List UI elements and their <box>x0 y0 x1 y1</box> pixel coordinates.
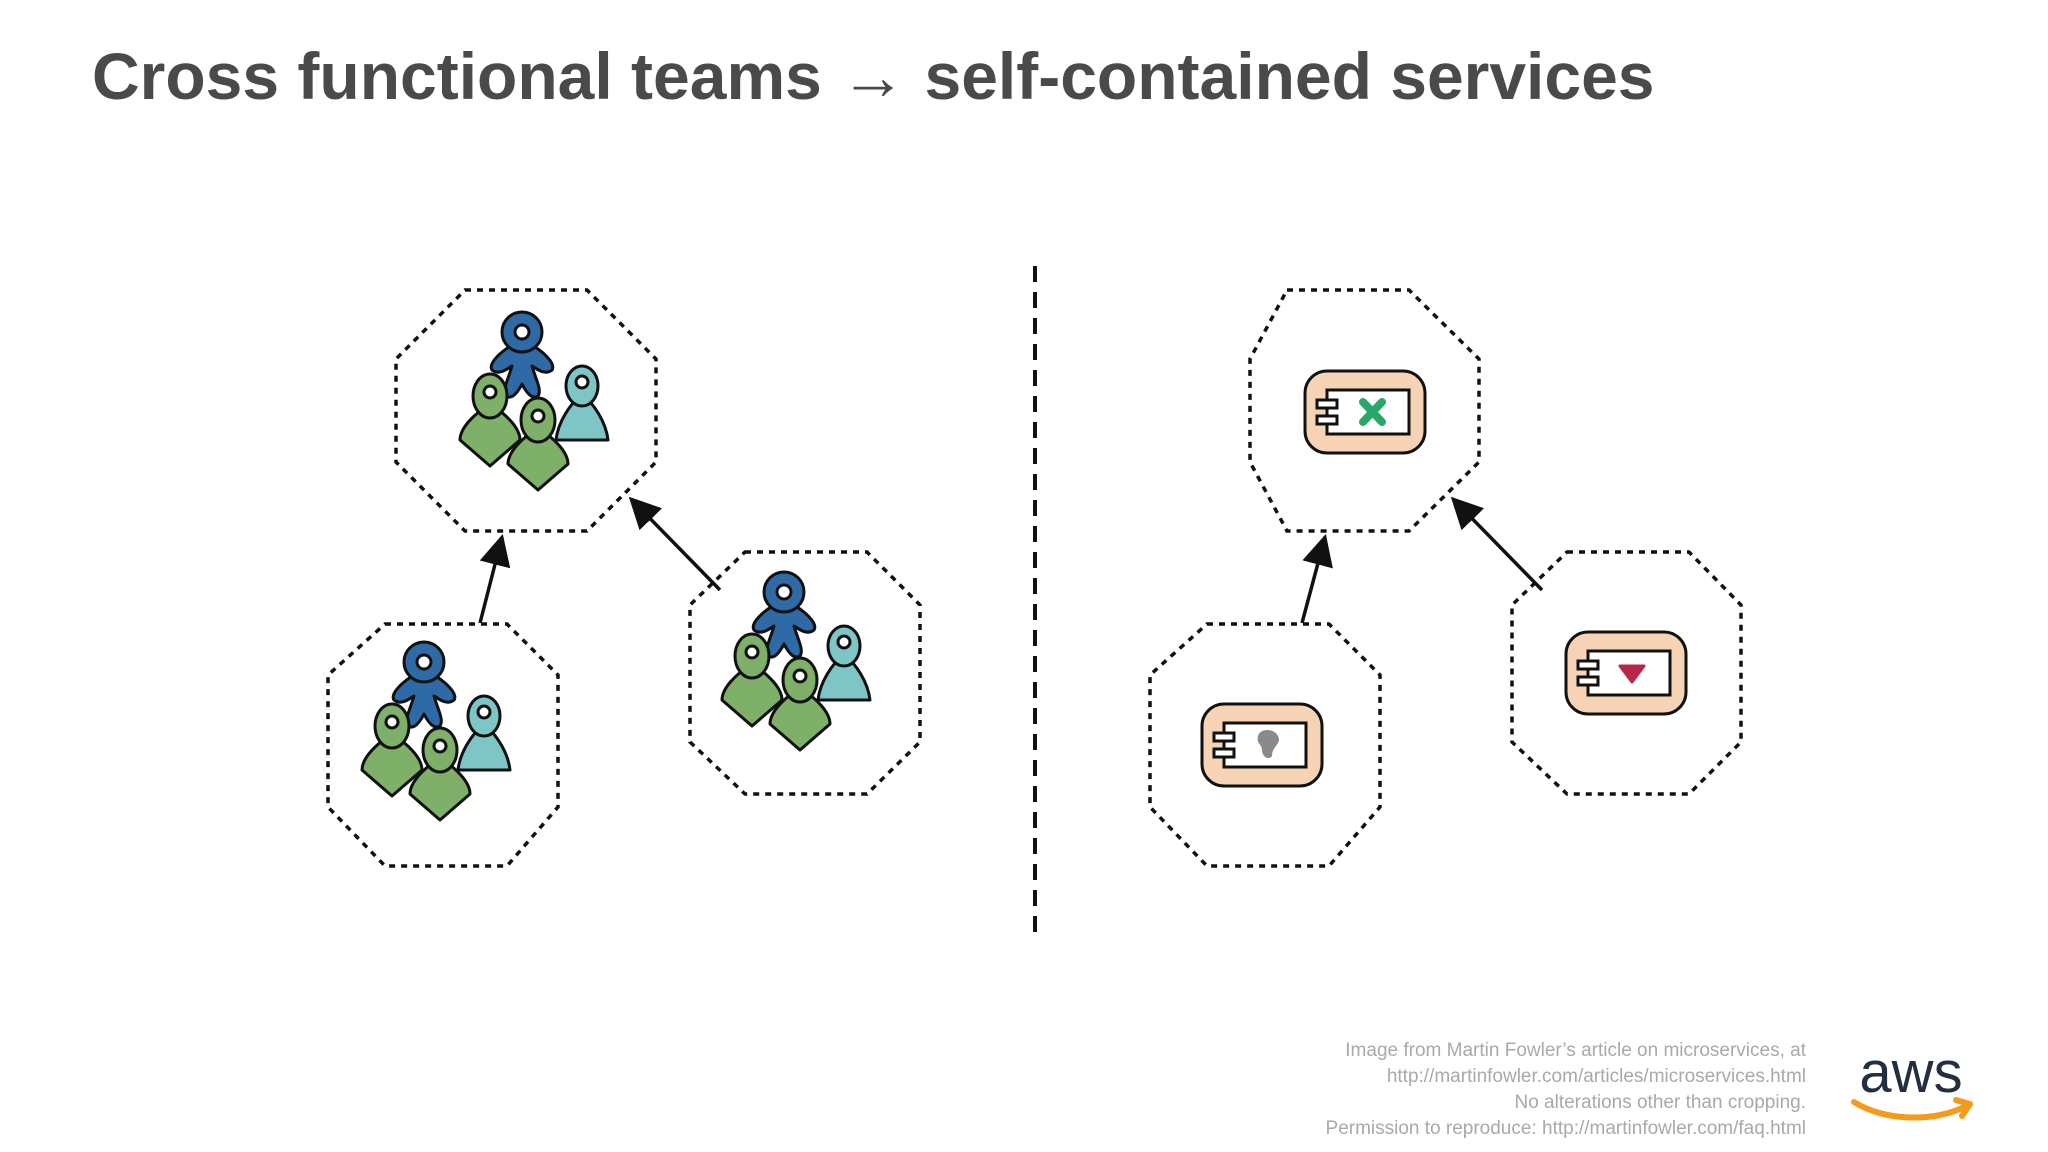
team-group-bottom-right <box>688 550 922 796</box>
aws-logo-text: aws <box>1859 1040 1962 1105</box>
dependency-arrow <box>1300 533 1333 624</box>
service-node-bottom-left <box>1148 622 1382 868</box>
credit-line: http://martinfowler.com/articles/microse… <box>1386 1066 1806 1087</box>
team-group-bottom-left <box>326 622 560 868</box>
credit-line: Image from Martin Fowler’s article on mi… <box>1345 1040 1806 1061</box>
slide-title: Cross functional teams → self-contained … <box>92 39 1655 113</box>
credit-line: No alterations other than cropping. <box>1514 1092 1806 1113</box>
service-node-bottom-right <box>1510 550 1743 796</box>
image-credit: Image from Martin Fowler’s article on mi… <box>1326 1038 1806 1142</box>
credit-line: Permission to reproduce: http://martinfo… <box>1325 1118 1806 1139</box>
service-node-top <box>1248 288 1481 533</box>
green-cross-icon <box>1359 398 1386 426</box>
aws-logo: aws <box>1851 1040 1973 1121</box>
dependency-arrow <box>1450 496 1544 592</box>
red-heart-icon <box>1618 664 1646 684</box>
dependency-arrow <box>478 533 511 624</box>
dependency-arrow <box>628 496 722 592</box>
team-group-top <box>394 288 658 533</box>
gray-blob-icon <box>1257 730 1279 758</box>
